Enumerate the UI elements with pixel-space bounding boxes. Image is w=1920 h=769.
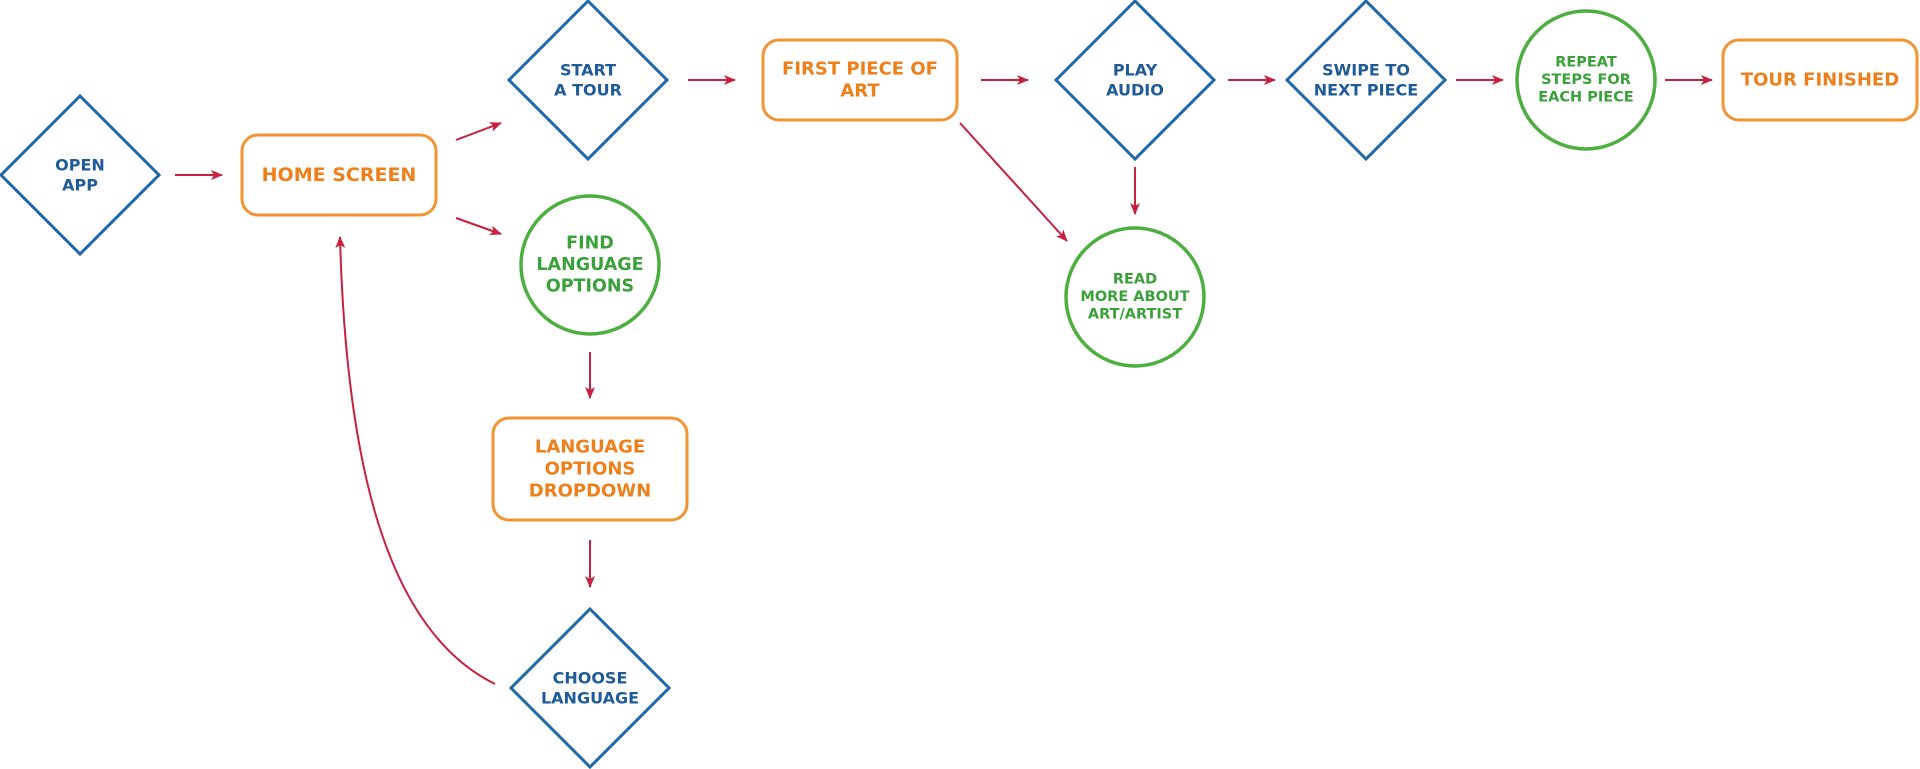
node-label-line: SWIPE TO: [1322, 61, 1410, 80]
decision-shape: [508, 606, 672, 769]
arrow-first-piece-of-art-to-read-more: [959, 122, 1068, 242]
arrow-choose-language-to-home-screen: [335, 236, 496, 685]
node-label-line: REPEAT: [1555, 54, 1617, 70]
node-home-screen: HOME SCREEN: [240, 133, 438, 217]
node-label-line: AUDIO: [1106, 80, 1164, 99]
node-label-line: PLAY: [1113, 61, 1158, 80]
screen-shape: [491, 416, 689, 522]
node-label-line: DROPDOWN: [529, 480, 651, 501]
node-label-line: READ: [1113, 271, 1157, 287]
decision-shape: [1284, 0, 1448, 162]
node-label-line: ART: [840, 80, 880, 101]
node-label-line: APP: [62, 175, 98, 194]
node-label-line: HOME SCREEN: [262, 164, 417, 186]
node-label-line: OPEN: [55, 156, 105, 175]
arrow-home-screen-to-find-language-options: [455, 217, 502, 236]
node-label-line: TOUR FINISHED: [1741, 70, 1899, 91]
screen-shape: [1721, 38, 1919, 122]
node-label-line: LANGUAGE: [535, 437, 645, 458]
node-tour-finished: TOUR FINISHED: [1721, 38, 1919, 122]
decision-shape: [0, 93, 162, 257]
node-repeat-steps: REPEAT STEPS FOR EACH PIECE: [1515, 9, 1657, 151]
node-label-line: MORE ABOUT: [1080, 289, 1189, 305]
node-label-line: NEXT PIECE: [1314, 80, 1418, 99]
node-label-line: FIND: [566, 234, 614, 254]
node-label-line: STEPS FOR: [1541, 72, 1631, 88]
node-label-line: A TOUR: [554, 80, 622, 99]
decision-shape: [1053, 0, 1217, 162]
node-label-line: LANGUAGE: [541, 688, 639, 707]
info-shape: [519, 194, 661, 336]
info-shape: [1515, 9, 1657, 151]
edges-layer: [175, 75, 1713, 685]
node-label-line: EACH PIECE: [1538, 90, 1633, 106]
node-label-line: START: [560, 61, 616, 80]
node-label-line: ART/ARTIST: [1088, 307, 1182, 323]
screen-shape: [761, 38, 959, 122]
node-read-more: READ MORE ABOUT ART/ARTIST: [1064, 226, 1206, 368]
node-label-line: LANGUAGE: [536, 255, 643, 275]
node-label-line: FIRST PIECE OF: [782, 59, 938, 80]
node-label-line: CHOOSE: [553, 669, 628, 688]
arrow-home-screen-to-start-a-tour: [455, 122, 502, 141]
screen-shape: [240, 133, 438, 217]
node-label-line: OPTIONS: [545, 459, 636, 480]
decision-shape: [506, 0, 670, 162]
info-shape: [1064, 226, 1206, 368]
node-label-line: OPTIONS: [546, 276, 634, 296]
